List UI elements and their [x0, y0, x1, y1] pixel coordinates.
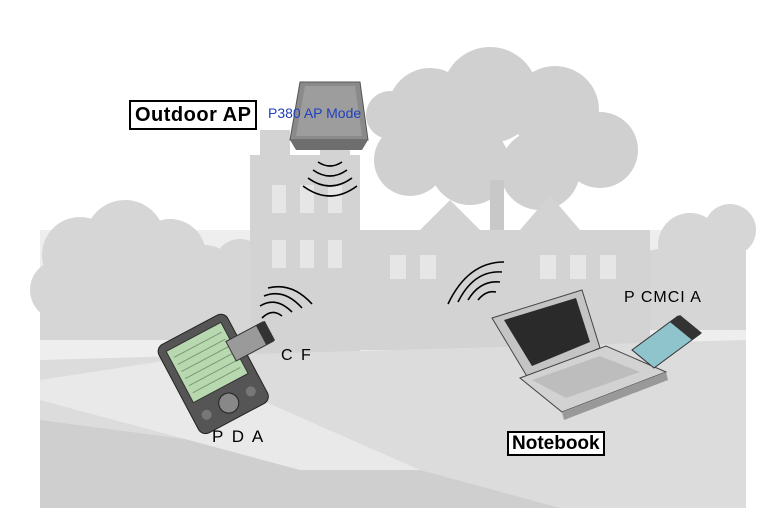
pda-signal-waves-icon: [259, 285, 313, 319]
ap-mode-label: P380 AP Mode: [268, 105, 362, 121]
cf-label: C F: [281, 347, 313, 364]
compact-flash-card-icon: [225, 320, 276, 362]
pda-label: P D A: [212, 427, 266, 446]
outdoor-ap-label: Outdoor AP: [129, 100, 258, 130]
notebook-signal-waves-icon: [447, 261, 505, 305]
pcmcia-label: P CMCI A: [624, 289, 702, 306]
notebook-laptop-icon: [491, 289, 668, 420]
notebook-label: Notebook: [507, 431, 605, 456]
outdoor-access-point-icon: [289, 81, 369, 150]
pcmcia-card-icon: [631, 315, 702, 369]
ap-signal-waves-icon: [302, 161, 358, 197]
